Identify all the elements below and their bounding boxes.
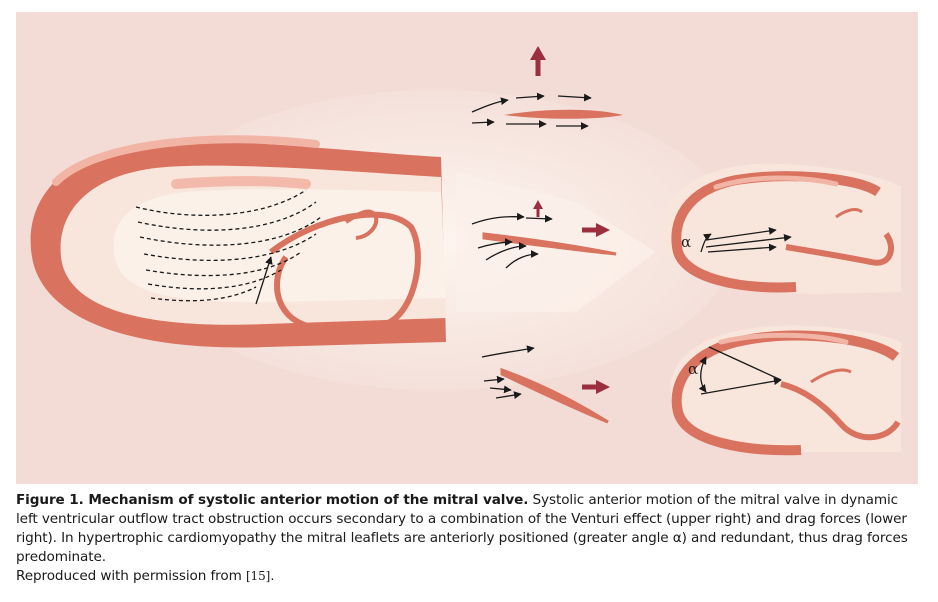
heart-outline (670, 325, 901, 453)
chordae (835, 208, 863, 219)
mitral-valve-loop (269, 211, 421, 335)
leaflet (482, 232, 617, 256)
mitral-leaflet (785, 232, 894, 266)
figure-caption: Figure 1. Mechanism of systolic anterior… (16, 491, 920, 586)
caption-body: Systolic anterior motion of the mitral v… (16, 492, 908, 565)
wall-highlight (713, 175, 839, 190)
small-heart-diagram-top: α (660, 163, 901, 294)
flow-arrows (700, 227, 792, 253)
flow-arrow-icon (255, 256, 273, 305)
septum-highlight (171, 176, 311, 189)
caption-credit-prefix: Reproduced with permission from (16, 568, 246, 584)
heart-wall (671, 171, 881, 293)
caption-lead: Figure 1. Mechanism of systolic anterior… (16, 492, 529, 508)
force-arrow-head-icon (533, 200, 543, 209)
alpha-label: α (688, 360, 698, 378)
force-arrow-head-icon (596, 223, 610, 237)
mixed-forces-diagram (471, 200, 617, 269)
drag-diagram (481, 345, 610, 424)
small-heart-diagram-bottom: α (670, 325, 901, 456)
figure-illustration: α α (30, 46, 901, 456)
angle-lines (698, 346, 782, 395)
mitral-leaflet (780, 381, 901, 441)
leaflet (500, 367, 609, 424)
figure-panel: α α (16, 12, 918, 484)
background-wedge (456, 172, 656, 312)
large-heart-diagram (30, 135, 447, 348)
wall-highlight (718, 332, 849, 345)
leaflet (504, 109, 623, 119)
caption-credit-ref: [15] (245, 569, 271, 583)
flow-streamlines (135, 189, 322, 302)
flow-arrows (481, 345, 535, 399)
flow-arrows (471, 212, 553, 269)
flow-arrows (471, 92, 592, 130)
chordae (344, 209, 379, 240)
caption-credit-suffix: . (270, 568, 275, 584)
force-arrow-head-icon (596, 380, 610, 394)
alpha-label: α (681, 233, 691, 251)
chordae (810, 368, 852, 384)
heart-outline (660, 163, 901, 294)
wall-highlight (52, 135, 320, 186)
venturi-diagram (471, 46, 623, 130)
force-arrow-head-icon (530, 46, 546, 60)
